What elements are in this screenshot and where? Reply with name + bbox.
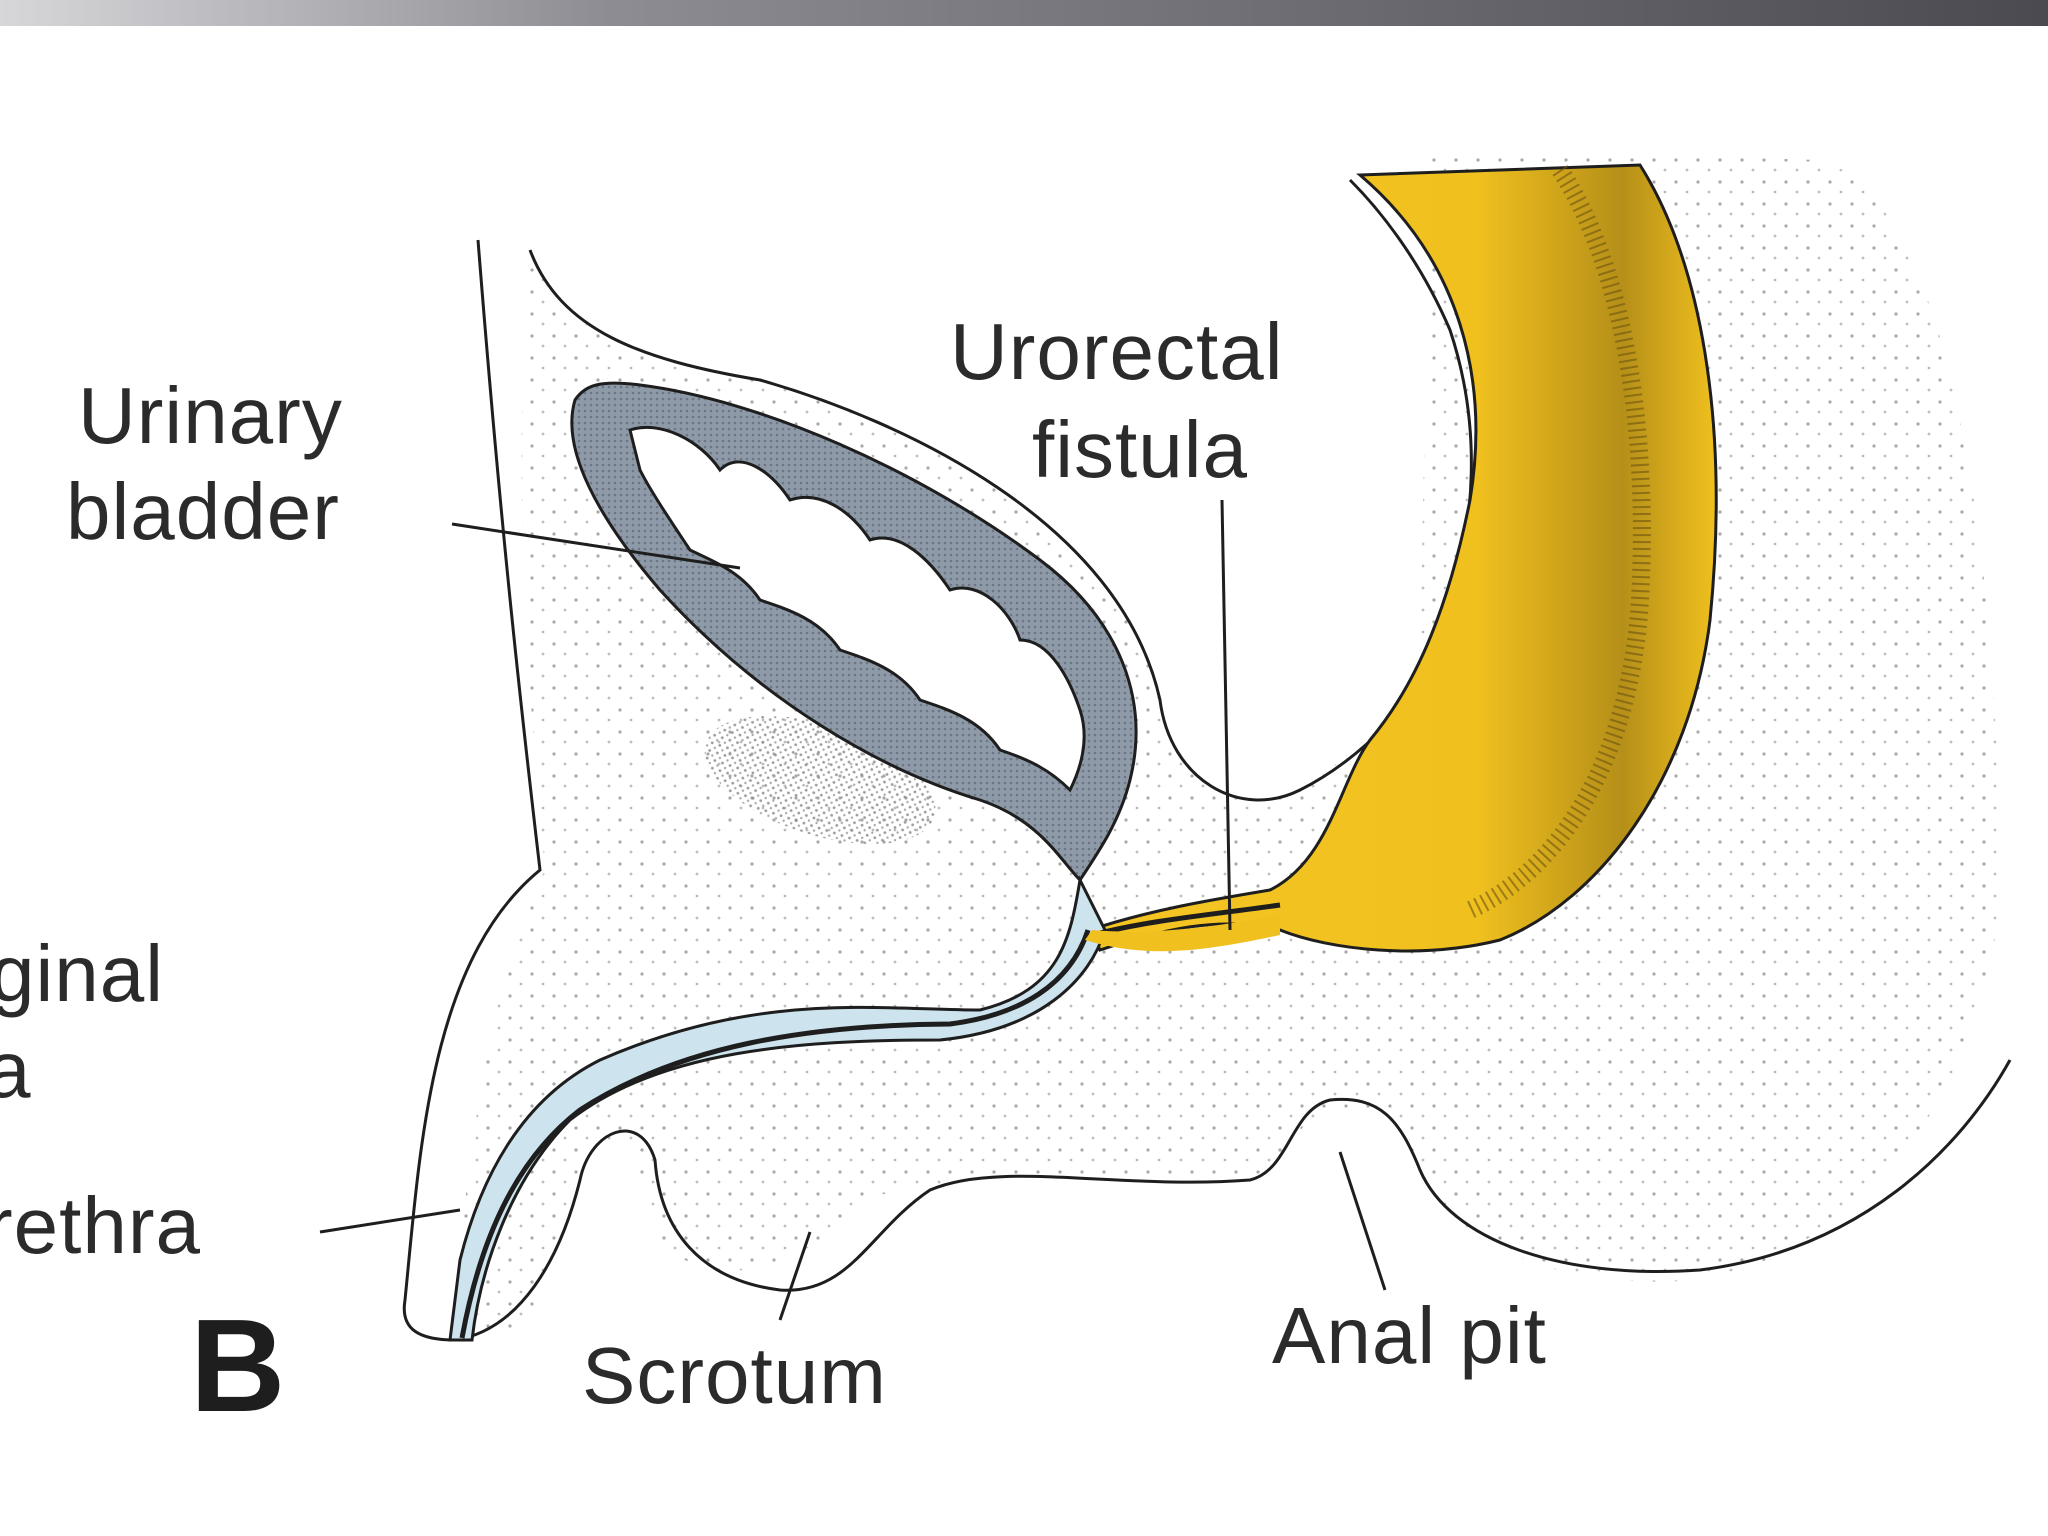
perineum-outline (454, 1059, 2012, 1342)
urorectal-fistula (1091, 902, 1281, 938)
peritoneal-outline (528, 178, 1473, 802)
label-urinary-line2: bladder (66, 467, 340, 556)
label-vaginal-fragment-line2: a (0, 1025, 32, 1114)
label-anal-pit: Anal pit (1272, 1291, 1547, 1380)
leader-fistula (1220, 499, 1232, 931)
panel-letter: B (190, 1292, 286, 1439)
top-bar (0, 0, 2048, 26)
leader-anal-pit (1338, 1151, 1387, 1291)
label-urorectal-line2: fistula (1032, 405, 1248, 494)
label-vaginal-fragment-line1: ginal (0, 929, 165, 1018)
leader-bladder (451, 522, 741, 570)
label-urethra: rethra (0, 1181, 201, 1270)
bladder-lumen (628, 425, 1086, 793)
label-scrotum: Scrotum (582, 1331, 887, 1420)
label-urinary-line1: Urinary (78, 371, 343, 460)
label-urorectal-line1: Urorectal (950, 307, 1284, 396)
leader-scrotum (778, 1231, 812, 1321)
body-wall-line (402, 239, 542, 1342)
leader-urethra (319, 1208, 461, 1234)
urethra-inner-wall (459, 929, 1091, 1339)
